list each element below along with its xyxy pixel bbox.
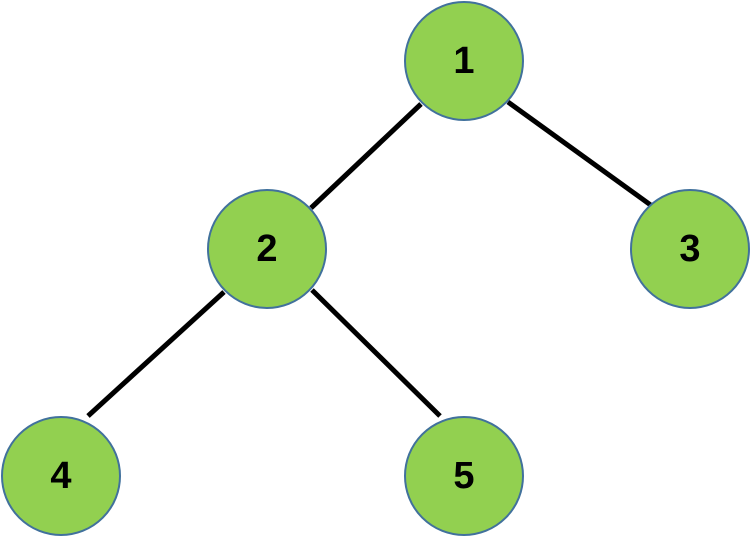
- node-circle: [207, 189, 327, 309]
- tree-node-4: 4: [1, 416, 121, 536]
- edges: [86, 99, 654, 418]
- node-circle: [404, 1, 524, 121]
- edge-1-3: [506, 99, 654, 209]
- node-circle: [1, 416, 121, 536]
- node-label: 4: [50, 455, 71, 497]
- tree-node-2: 2: [207, 189, 327, 309]
- node-label: 2: [256, 228, 277, 270]
- tree-node-3: 3: [630, 189, 750, 309]
- node-circle: [630, 189, 750, 309]
- tree-node-1: 1: [404, 1, 524, 121]
- edge-2-4: [86, 290, 226, 418]
- node-label: 5: [453, 455, 474, 497]
- tree-node-5: 5: [404, 416, 524, 536]
- edge-2-5: [310, 288, 442, 418]
- node-circle: [404, 416, 524, 536]
- edge-1-2: [309, 102, 423, 210]
- node-label: 1: [453, 40, 474, 82]
- node-label: 3: [679, 228, 700, 270]
